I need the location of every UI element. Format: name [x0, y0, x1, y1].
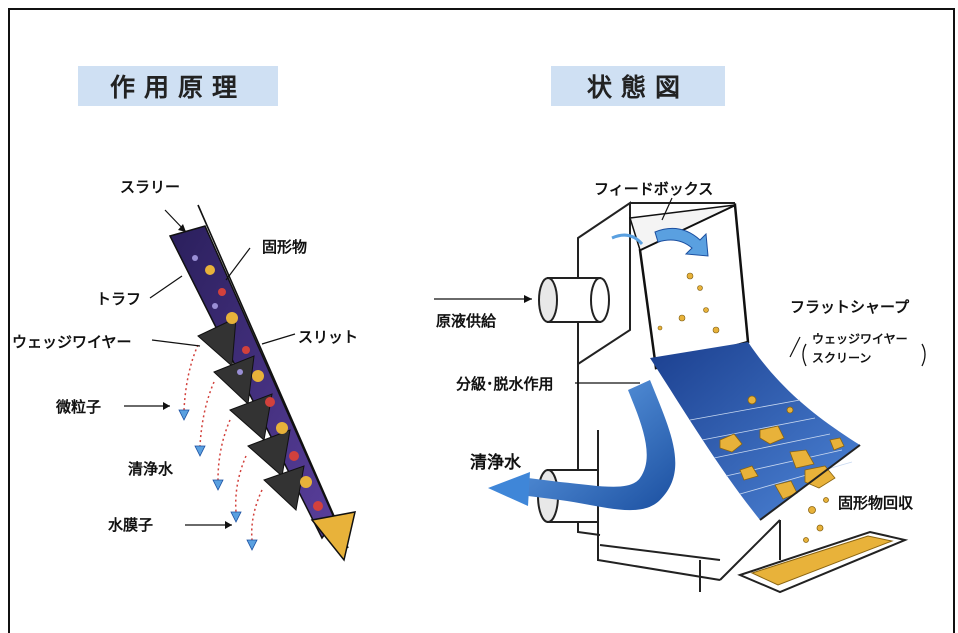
feed-box-top	[629, 204, 736, 252]
water-drips	[183, 344, 263, 541]
supply-arrowhead	[524, 295, 532, 303]
wedge-wires	[197, 317, 305, 511]
screen-solids	[719, 395, 845, 500]
fine-arrowhead	[163, 402, 170, 410]
slurry-stream	[168, 225, 336, 540]
label-clean-water-left: 清浄水	[128, 460, 174, 478]
label-fine-particles: 微粒子	[56, 398, 102, 416]
label-clean-water-right: 清浄水	[470, 453, 521, 473]
principle-title: 作用原理	[78, 66, 278, 106]
label-solids: 固形物	[262, 238, 308, 256]
drip-arrows	[178, 409, 258, 551]
label-solids-recovery: 固形物回収	[838, 494, 914, 512]
label-trough: トラフ	[96, 290, 142, 308]
label-slurry: スラリー	[120, 178, 181, 196]
label-classify-dewater: 分級･脱水作用	[456, 375, 554, 393]
label-flat-sharp: フラットシャープ	[790, 298, 910, 316]
principle-diagram	[124, 204, 356, 562]
principle-leaders	[124, 209, 296, 526]
state-diagram-title: 状態図	[551, 66, 725, 106]
screen-surface-line	[197, 204, 349, 549]
label-water-film: 水膜子	[108, 516, 154, 534]
film-arrowhead	[225, 521, 232, 529]
label-wedge-wire-screen-1: ウェッジワイヤー	[812, 332, 908, 346]
state-leaders	[434, 197, 801, 384]
solid-particles	[192, 255, 323, 511]
label-raw-liquid-supply: 原液供給	[436, 312, 497, 330]
feed-flow-arrows	[611, 227, 709, 257]
figure-frame	[8, 8, 955, 633]
inlet-pipe	[538, 277, 610, 323]
feed-particles	[657, 272, 720, 334]
screen-lip	[759, 444, 861, 521]
collection-tray	[737, 530, 909, 594]
screen-water-sheet	[650, 342, 860, 520]
screen-grid	[689, 399, 853, 495]
label-slit: スリット	[298, 328, 359, 346]
screen-brackets	[802, 343, 926, 367]
flow-arrowhead	[310, 511, 356, 562]
state-diagram	[434, 197, 926, 594]
clean-water-arrow	[488, 472, 530, 506]
clean-water-outflow	[520, 380, 676, 511]
falling-solids	[803, 497, 829, 543]
slurry-arrowhead	[178, 224, 186, 232]
label-feed-box: フィードボックス	[594, 180, 714, 198]
label-wedge-wire: ウェッジワイヤー	[12, 333, 132, 351]
label-wedge-wire-screen-2: スクリーン	[812, 351, 872, 365]
